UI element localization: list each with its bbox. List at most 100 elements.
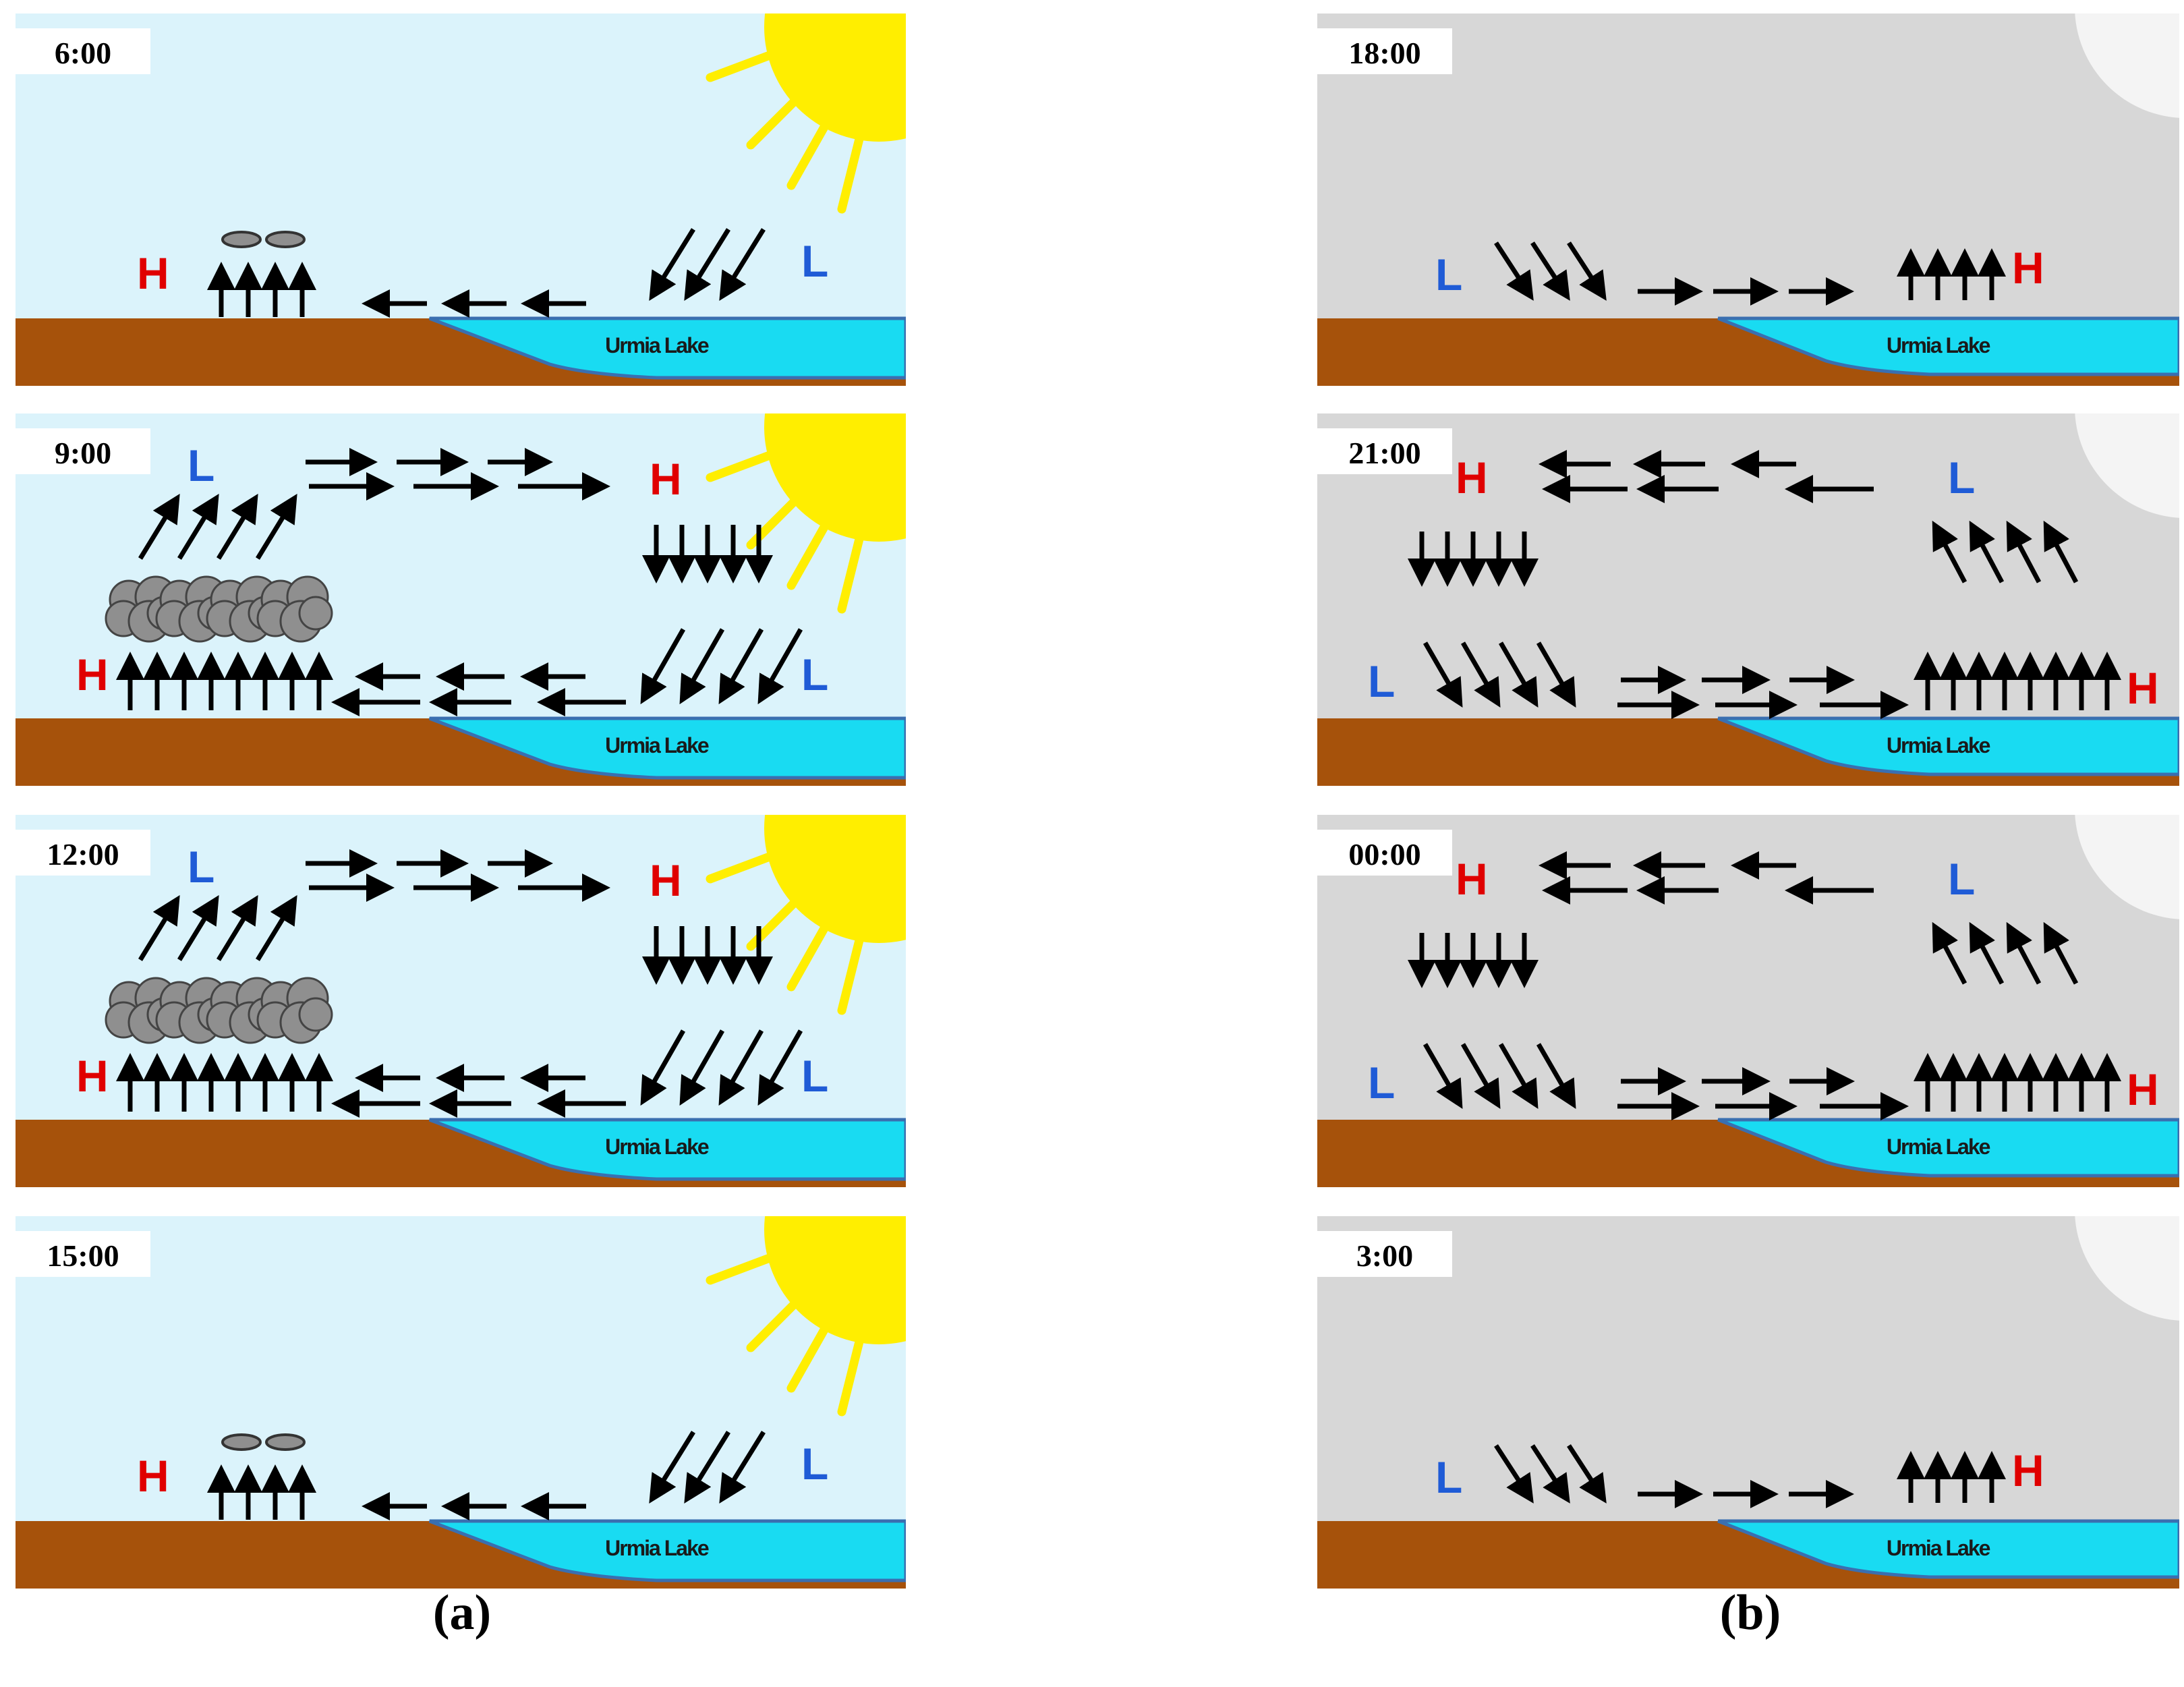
wind-arrow xyxy=(757,628,803,705)
time-box xyxy=(16,28,150,74)
wind-arrow xyxy=(256,895,297,961)
wind-arrow xyxy=(1530,241,1570,301)
low-pressure-label: L xyxy=(188,842,214,892)
time-box xyxy=(1317,428,1452,474)
wind-arrow xyxy=(719,1431,766,1504)
time-box xyxy=(16,428,150,474)
time-label: 9:00 xyxy=(55,436,111,470)
lake xyxy=(1717,316,2179,376)
caption-a: (a) xyxy=(433,1585,491,1640)
high-pressure-label: H xyxy=(76,650,109,699)
high-pressure-label: H xyxy=(2127,1064,2159,1114)
lake-label: Urmia Lake xyxy=(605,333,709,358)
low-pressure-label: L xyxy=(1948,453,1975,503)
wind-arrow xyxy=(1498,641,1539,708)
wind-arrow xyxy=(1969,520,2005,583)
wind-arrow xyxy=(757,1029,803,1106)
low-pressure-label: L xyxy=(1435,1452,1462,1502)
panel-p0300: Urmia Lake L H 3:00 xyxy=(1317,1216,2179,1589)
lake-label: Urmia Lake xyxy=(605,1536,709,1560)
lake-label: Urmia Lake xyxy=(1887,1536,1990,1560)
wind-arrow xyxy=(1932,921,1967,985)
time-label: 00:00 xyxy=(1348,837,1420,871)
wind-arrow xyxy=(2043,921,2079,985)
wind-arrow xyxy=(2006,520,2042,583)
wind-arrow xyxy=(1530,1444,1570,1504)
wind-arrow xyxy=(649,1431,695,1504)
wind-arrow xyxy=(177,895,219,961)
low-pressure-label: L xyxy=(801,1439,828,1489)
lake-label: Urmia Lake xyxy=(1887,333,1990,358)
lake xyxy=(428,316,906,380)
time-label: 15:00 xyxy=(47,1238,119,1273)
high-pressure-label: H xyxy=(1456,854,1488,904)
cloud-icon xyxy=(221,1433,262,1451)
cloud-icon xyxy=(221,231,262,248)
wind-arrow xyxy=(719,228,766,301)
sun-icon xyxy=(706,413,906,614)
high-pressure-label: H xyxy=(2012,1446,2044,1495)
low-pressure-label: L xyxy=(1435,250,1462,299)
lake-label: Urmia Lake xyxy=(1887,733,1990,757)
low-pressure-label: L xyxy=(1368,1058,1395,1108)
high-pressure-label: H xyxy=(137,1451,169,1501)
wind-arrow xyxy=(679,628,725,705)
lake xyxy=(428,1519,906,1582)
panel-p0000: Urmia Lake H L L H 00:00 xyxy=(1317,815,2179,1187)
time-box xyxy=(1317,1231,1452,1277)
wind-arrow xyxy=(1498,1043,1539,1110)
wind-arrow xyxy=(1536,1043,1576,1110)
wind-arrow xyxy=(1536,641,1576,708)
wind-arrow xyxy=(2043,520,2079,583)
low-pressure-label: L xyxy=(1368,656,1395,706)
high-pressure-label: H xyxy=(650,454,682,504)
wind-arrow xyxy=(684,1431,730,1504)
wind-arrow xyxy=(1567,241,1607,301)
high-pressure-label: H xyxy=(137,248,169,298)
lake xyxy=(1717,716,2179,776)
low-pressure-label: L xyxy=(801,1051,828,1101)
cloud-icon xyxy=(265,231,306,248)
time-box xyxy=(1317,28,1452,74)
wind-arrow xyxy=(1423,1043,1463,1110)
wind-arrow xyxy=(138,895,180,961)
time-label: 3:00 xyxy=(1356,1238,1413,1273)
wind-arrow xyxy=(217,895,258,961)
wind-arrow xyxy=(649,228,695,301)
lake-label: Urmia Lake xyxy=(1887,1135,1990,1159)
time-box xyxy=(1317,830,1452,876)
time-label: 21:00 xyxy=(1348,436,1420,470)
time-box xyxy=(16,830,150,876)
cloud-icon xyxy=(256,575,333,643)
wind-arrow xyxy=(1932,520,1967,583)
high-pressure-label: H xyxy=(2127,663,2159,713)
wind-arrow xyxy=(1969,921,2005,985)
low-pressure-label: L xyxy=(801,236,828,286)
low-pressure-label: L xyxy=(1948,854,1975,904)
high-pressure-label: H xyxy=(1456,453,1488,503)
lake xyxy=(428,716,906,780)
time-label: 12:00 xyxy=(47,837,119,871)
high-pressure-label: H xyxy=(650,855,682,905)
moon-icon xyxy=(2075,1216,2179,1321)
lake-label: Urmia Lake xyxy=(605,1135,709,1159)
wind-arrow xyxy=(1494,241,1534,301)
moon-icon xyxy=(2075,413,2179,518)
wind-arrow xyxy=(640,1029,686,1106)
wind-arrow xyxy=(718,628,764,705)
wind-arrow xyxy=(177,494,219,560)
time-label: 6:00 xyxy=(55,36,111,70)
caption-b: (b) xyxy=(1720,1585,1781,1640)
lake xyxy=(1717,1118,2179,1178)
high-pressure-label: H xyxy=(2012,243,2044,293)
wind-arrow xyxy=(1423,641,1463,708)
lake-label: Urmia Lake xyxy=(605,733,709,757)
lake xyxy=(1717,1519,2179,1579)
wind-arrow xyxy=(1567,1444,1607,1504)
wind-arrow xyxy=(1460,1043,1501,1110)
wind-arrow xyxy=(1460,641,1501,708)
lake xyxy=(428,1118,906,1181)
low-pressure-label: L xyxy=(801,650,828,699)
low-pressure-label: L xyxy=(188,440,214,490)
panel-p1500: Urmia Lake H L 15:00 xyxy=(16,1216,906,1589)
